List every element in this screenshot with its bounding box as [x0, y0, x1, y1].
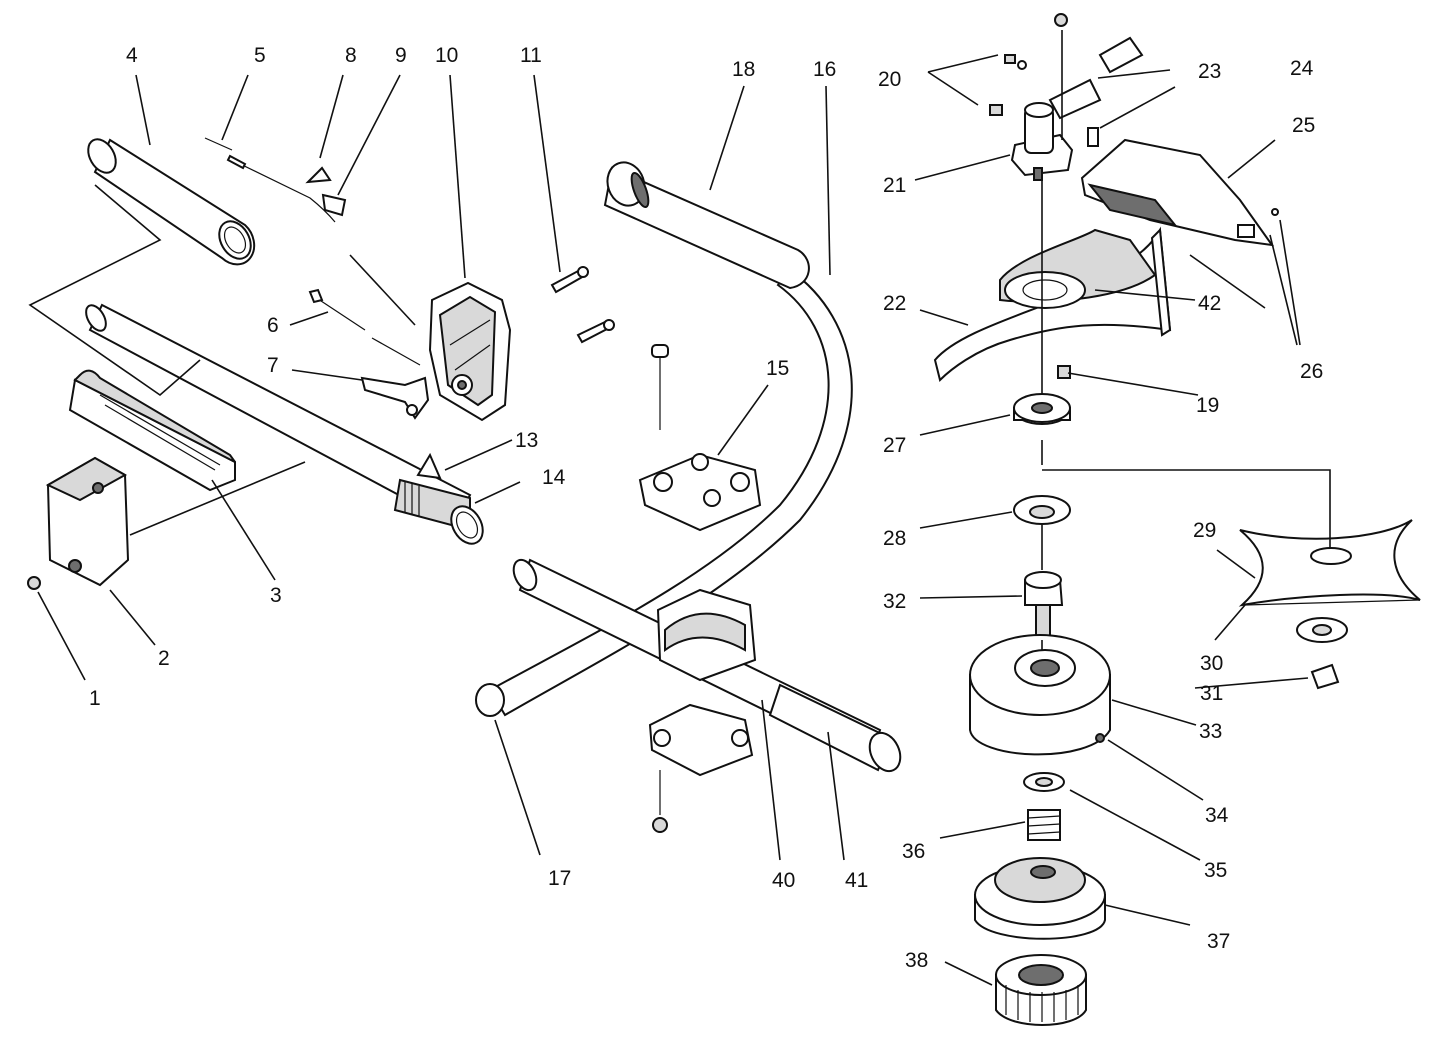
part-10-housing: [428, 281, 512, 422]
part-6-cable: [308, 288, 421, 366]
part-1-nut: [27, 576, 41, 590]
callout-30: 30: [1200, 652, 1223, 675]
callout-23: 23: [1198, 60, 1221, 83]
part-16-handle-loop: [475, 161, 853, 717]
part-29-blade: [1238, 519, 1421, 690]
callout-14: 14: [542, 466, 566, 489]
part-25-plate: [1080, 138, 1279, 247]
callout-17: 17: [548, 867, 571, 890]
part-3-bracket: [68, 369, 236, 492]
part-33-hub: [969, 634, 1111, 756]
callout-11: 11: [520, 44, 542, 67]
part-21-gearhead: [1010, 13, 1144, 181]
part-22-guard: [933, 226, 1172, 382]
part-20-screws: [989, 54, 1099, 147]
part-40-clamp-lower: [648, 703, 754, 833]
callout-16: 16: [813, 58, 836, 81]
part-7-trigger: [360, 376, 430, 420]
part-40-clamp-upper: [656, 588, 757, 682]
shaft-tube: [85, 303, 484, 545]
callout-21: 21: [883, 174, 906, 197]
callout-37: 37: [1207, 930, 1230, 953]
part-11-screws: [550, 266, 615, 344]
leader-lines: [28, 30, 1331, 986]
part-27-bearing: [1013, 393, 1071, 425]
callout-22: 22: [883, 292, 906, 315]
part-38-knob: [995, 954, 1087, 1026]
part-35-36: [1023, 772, 1065, 841]
callout-1: 1: [89, 687, 101, 710]
callout-18: 18: [732, 58, 755, 81]
callout-25: 25: [1292, 114, 1315, 137]
callout-10: 10: [435, 44, 458, 67]
callout-29: 29: [1193, 519, 1216, 542]
callout-41: 41: [845, 869, 868, 892]
part-15-clamp: [638, 344, 762, 532]
part-28-washer: [1013, 495, 1071, 525]
callout-36: 36: [902, 840, 925, 863]
callout-6: 6: [267, 314, 279, 337]
callout-15: 15: [766, 357, 789, 380]
callout-34: 34: [1205, 804, 1229, 827]
callout-2: 2: [158, 647, 170, 670]
callout-8: 8: [345, 44, 357, 67]
part-19-screw: [1057, 365, 1071, 379]
callout-42: 42: [1198, 292, 1221, 315]
callout-33: 33: [1199, 720, 1222, 743]
callout-19: 19: [1196, 394, 1219, 417]
callout-35: 35: [1204, 859, 1227, 882]
callout-28: 28: [883, 527, 906, 550]
part-4-tube: [87, 138, 256, 266]
callout-5: 5: [254, 44, 266, 67]
callout-31: 31: [1200, 682, 1223, 705]
part-32-bolt: [1024, 571, 1064, 641]
part-37-spool: [974, 857, 1106, 940]
callout-7: 7: [267, 354, 279, 377]
part-2-clamp: [45, 456, 130, 587]
callout-4: 4: [126, 44, 138, 67]
callout-24: 24: [1290, 57, 1314, 80]
callout-20: 20: [878, 68, 901, 91]
callout-numbers: 4 5 8 9 10 11 6 7 13 14 3 2 1 18 16 15 1…: [89, 44, 1323, 972]
callout-26: 26: [1300, 360, 1323, 383]
callout-13: 13: [515, 429, 538, 452]
callout-3: 3: [270, 584, 282, 607]
callout-27: 27: [883, 434, 906, 457]
part-5-wire: [204, 137, 347, 223]
callout-32: 32: [883, 590, 906, 613]
callout-38: 38: [905, 949, 928, 972]
callout-40: 40: [772, 869, 795, 892]
callout-9: 9: [395, 44, 407, 67]
